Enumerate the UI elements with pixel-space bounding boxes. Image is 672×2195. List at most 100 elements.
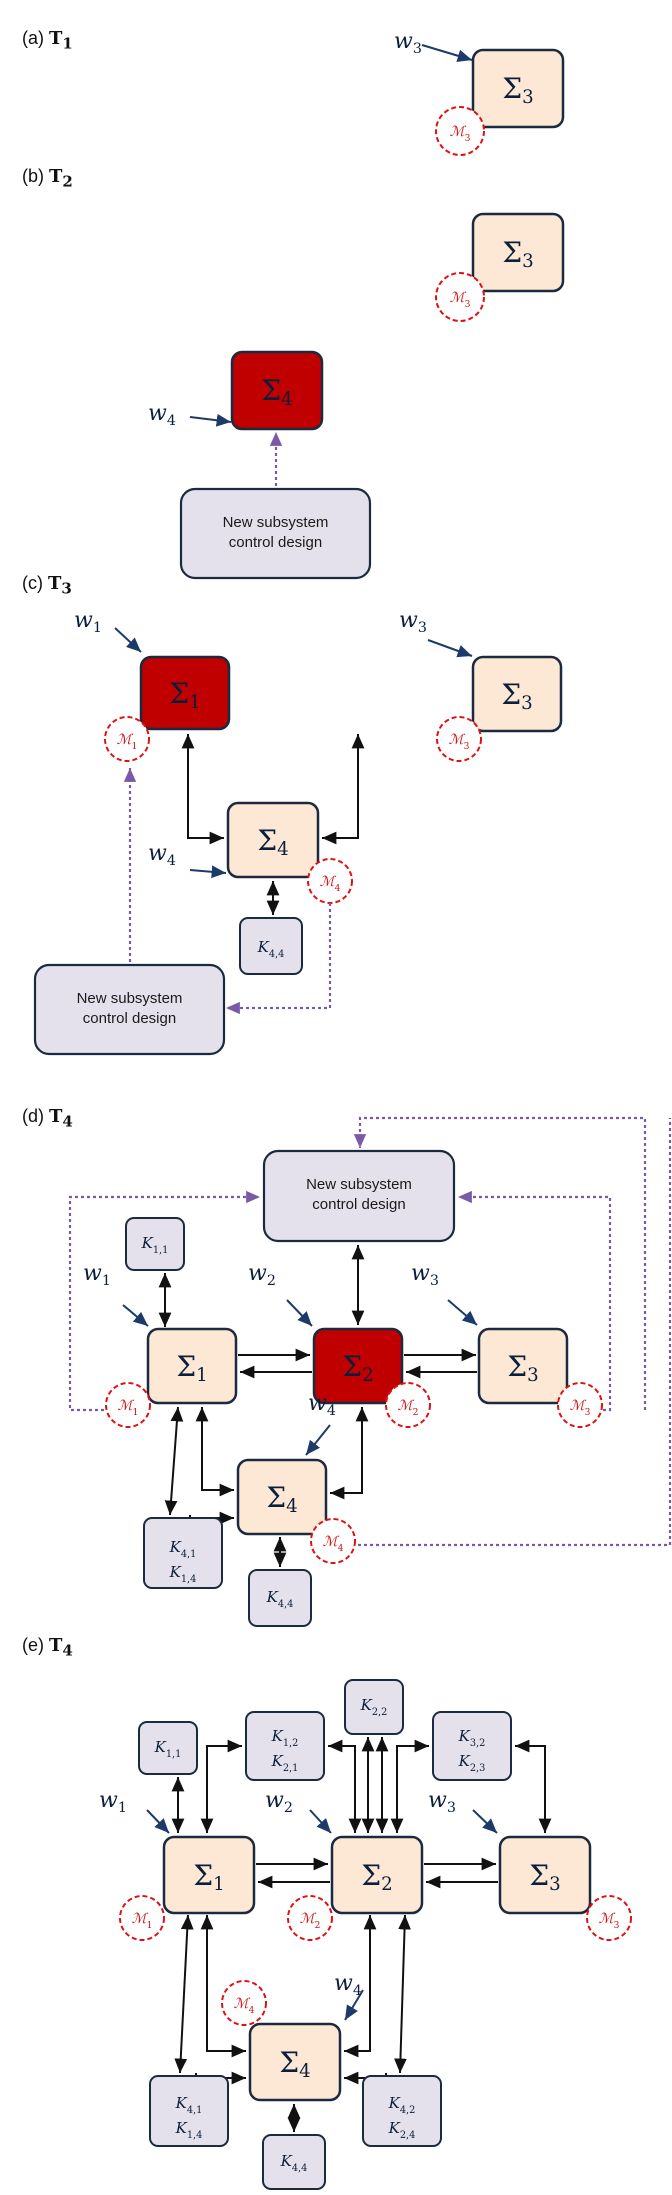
design-link-m4 [226, 903, 332, 1015]
controller-k41-label: K4,1 [169, 1538, 197, 1560]
subsystem-3-label: Σ3 [529, 1859, 560, 1895]
w3-label: w3 [411, 1261, 439, 1289]
controller-k44-label: K4,4 [266, 1588, 294, 1610]
w1-arrow [122, 1304, 149, 1327]
controller-k24-label: K2,4 [388, 2119, 416, 2141]
w2-arrow [309, 1809, 332, 1834]
controller-k14-label: K1,4 [175, 2119, 203, 2141]
controller-k11-label: K1,1 [154, 1738, 182, 1760]
w4-arrow [189, 865, 227, 879]
monitor-2-circle [385, 1382, 431, 1428]
link-k12-s2 [328, 1739, 362, 1833]
panel-e [119, 1679, 632, 2190]
subsystem-3-label: Σ3 [502, 72, 533, 108]
design-box-b: New subsystem control design [181, 513, 370, 553]
link-s4-s2 [330, 1407, 369, 1500]
monitor-2-label: ℳ2 [398, 1398, 419, 1418]
panel-c [33, 627, 563, 1056]
panel-b-title: (b) T2 [22, 166, 73, 191]
monitor-3-circle [435, 106, 485, 156]
monitor-4-label: ℳ4 [234, 1996, 255, 2016]
w3-label: w3 [399, 608, 427, 636]
w1-label: w1 [74, 608, 102, 636]
monitor-2-label: ℳ2 [300, 1911, 321, 1931]
monitor-3-label: ℳ3 [570, 1398, 591, 1418]
monitor-3-circle [436, 716, 482, 762]
monitor-1-label: ℳ1 [117, 732, 138, 752]
controller-k41-label: K4,1 [175, 2094, 203, 2116]
panel-d-title: (d) T4 [22, 1106, 73, 1131]
design-link-m3-top [353, 1116, 647, 1410]
w1-arrow [114, 627, 142, 653]
subsystem-3-label: Σ3 [507, 1350, 538, 1386]
design-box-c: New subsystem control design [35, 989, 224, 1029]
controller-k44-box [262, 2134, 326, 2190]
w1-label: w1 [99, 1788, 127, 1816]
controller-k21-label: K2,1 [271, 1752, 299, 1774]
w3-label: w3 [428, 1788, 456, 1816]
w1-arrow [146, 1809, 170, 1834]
w2-arrow [286, 1299, 313, 1327]
subsystem-4-label: Σ4 [257, 824, 288, 860]
panel-c-title: (c) T3 [22, 573, 72, 598]
subsystem-3-box [471, 655, 563, 733]
monitor-1-circle [104, 716, 150, 762]
link-s4-s2 [344, 1915, 377, 2058]
panel-e-title: (e) T4 [22, 1635, 73, 1660]
w3-arrow [472, 1809, 498, 1834]
panel-b [179, 212, 565, 580]
link-s2-k32 [390, 1739, 429, 1833]
monitor-3-label: ℳ3 [450, 124, 471, 144]
design-box-d: New subsystem control design [264, 1175, 454, 1215]
w4-label: w4 [148, 841, 176, 869]
link-s1-k12 [200, 1739, 242, 1833]
controller-k42-k24-box [362, 2075, 442, 2147]
new-subsystem-1-box [139, 655, 231, 731]
monitor-2-circle [287, 1895, 333, 1941]
w2-label: w2 [248, 1261, 276, 1289]
link-4-out [322, 734, 365, 845]
controller-k44-box [239, 917, 303, 975]
design-box-line1: New subsystem [76, 990, 183, 1007]
design-box-line1: New subsystem [222, 514, 329, 531]
controller-k14-label: K1,4 [169, 1563, 197, 1585]
w3-label: w3 [394, 29, 422, 57]
monitor-4-circle [310, 1518, 356, 1564]
w2-label: w2 [265, 1788, 293, 1816]
controller-k32-label: K3,2 [458, 1727, 486, 1749]
design-box-line1: New subsystem [306, 1176, 412, 1193]
controller-k41-k14-box [143, 1517, 223, 1589]
monitor-3-circle [557, 1382, 603, 1428]
subsystem-3-label: Σ3 [502, 236, 533, 272]
design-link-m1 [68, 1190, 260, 1412]
link-s1-s4 [200, 1915, 246, 2058]
link-k32-s3 [515, 1739, 552, 1833]
design-link-m4 [352, 1118, 672, 1547]
panel-a-title: (a) T1 [22, 28, 73, 53]
controller-k44-label: K4,4 [257, 938, 285, 960]
controller-k22-box [344, 1679, 404, 1735]
subsystem-3-box [471, 212, 565, 293]
subsystem-4-box [236, 1458, 328, 1536]
panel-d [68, 1116, 672, 1627]
subsystem-3-box [471, 48, 565, 129]
controller-k11-label: K1,1 [141, 1234, 169, 1256]
subsystem-3-label: Σ3 [501, 678, 532, 714]
monitor-1-circle [119, 1895, 165, 1941]
subsystem-2-box [330, 1835, 424, 1915]
subsystem-3-box [498, 1835, 592, 1915]
w3-arrow [421, 44, 473, 62]
w4-arrow [189, 413, 232, 427]
controller-k12-label: K1,2 [271, 1727, 299, 1749]
controller-k44-label: K4,4 [280, 2152, 308, 2174]
subsystem-4-box [248, 2022, 342, 2102]
design-box-bg [179, 487, 372, 580]
design-box-bg [33, 963, 226, 1056]
subsystem-1-box [146, 1327, 238, 1405]
monitor-3-label: ℳ3 [449, 732, 470, 752]
link-s1-s4 [195, 1407, 234, 1497]
subsystem-4-label: Σ4 [261, 374, 292, 410]
controller-k32-k23-box [432, 1711, 512, 1781]
